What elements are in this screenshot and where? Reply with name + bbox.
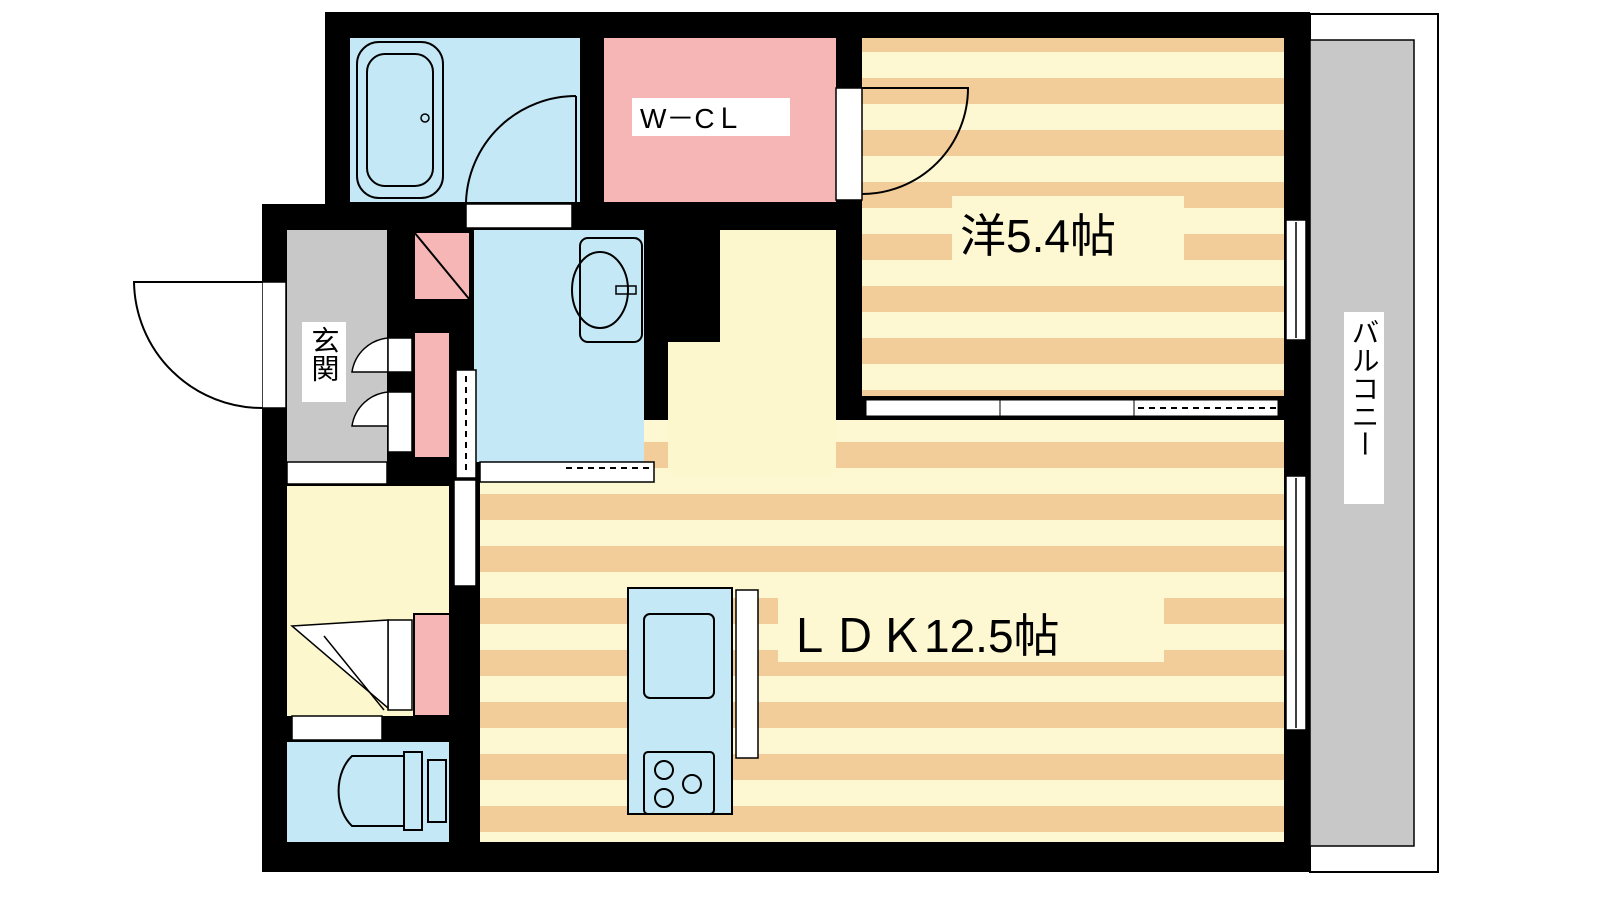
ldk-label: ＬＤＫ12.5帖 [786, 610, 1060, 662]
kitchen-counter [627, 587, 759, 815]
storage-cabinet [290, 613, 451, 717]
entrance-door-swing-icon [132, 281, 287, 409]
closet-door-swing-icon [835, 87, 970, 201]
sink-icon [571, 237, 643, 343]
hall-window-icon [453, 369, 477, 587]
western-room-label: 洋5.4帖 [960, 210, 1116, 262]
stove-icon [643, 751, 715, 815]
shoe-cabinet [351, 331, 451, 459]
entrance-label: 玄関 [309, 326, 340, 382]
toilet-icon [337, 751, 447, 831]
balcony-label-bg [1344, 312, 1384, 504]
partition-sliding-door-icon [862, 396, 1282, 420]
entrance: 玄関 [132, 230, 388, 485]
balcony-label: バルコニー [1349, 318, 1380, 458]
washroom-sliding-door-icon [479, 461, 655, 483]
balcony-window-icon [1285, 219, 1307, 731]
washroom [413, 230, 655, 483]
bathtub-icon [356, 41, 444, 199]
kitchen-sink-icon [643, 613, 715, 699]
ldk-label-bg [778, 594, 1164, 662]
bathroom-door-swing-icon [465, 95, 577, 229]
pillar [668, 230, 720, 342]
walk-in-closet-label: W－CＬ [640, 103, 743, 134]
toilet-room [287, 715, 449, 842]
walk-in-closet: W－CＬ [604, 38, 836, 202]
western-room-label-bg [952, 196, 1184, 264]
bathroom [350, 38, 580, 229]
